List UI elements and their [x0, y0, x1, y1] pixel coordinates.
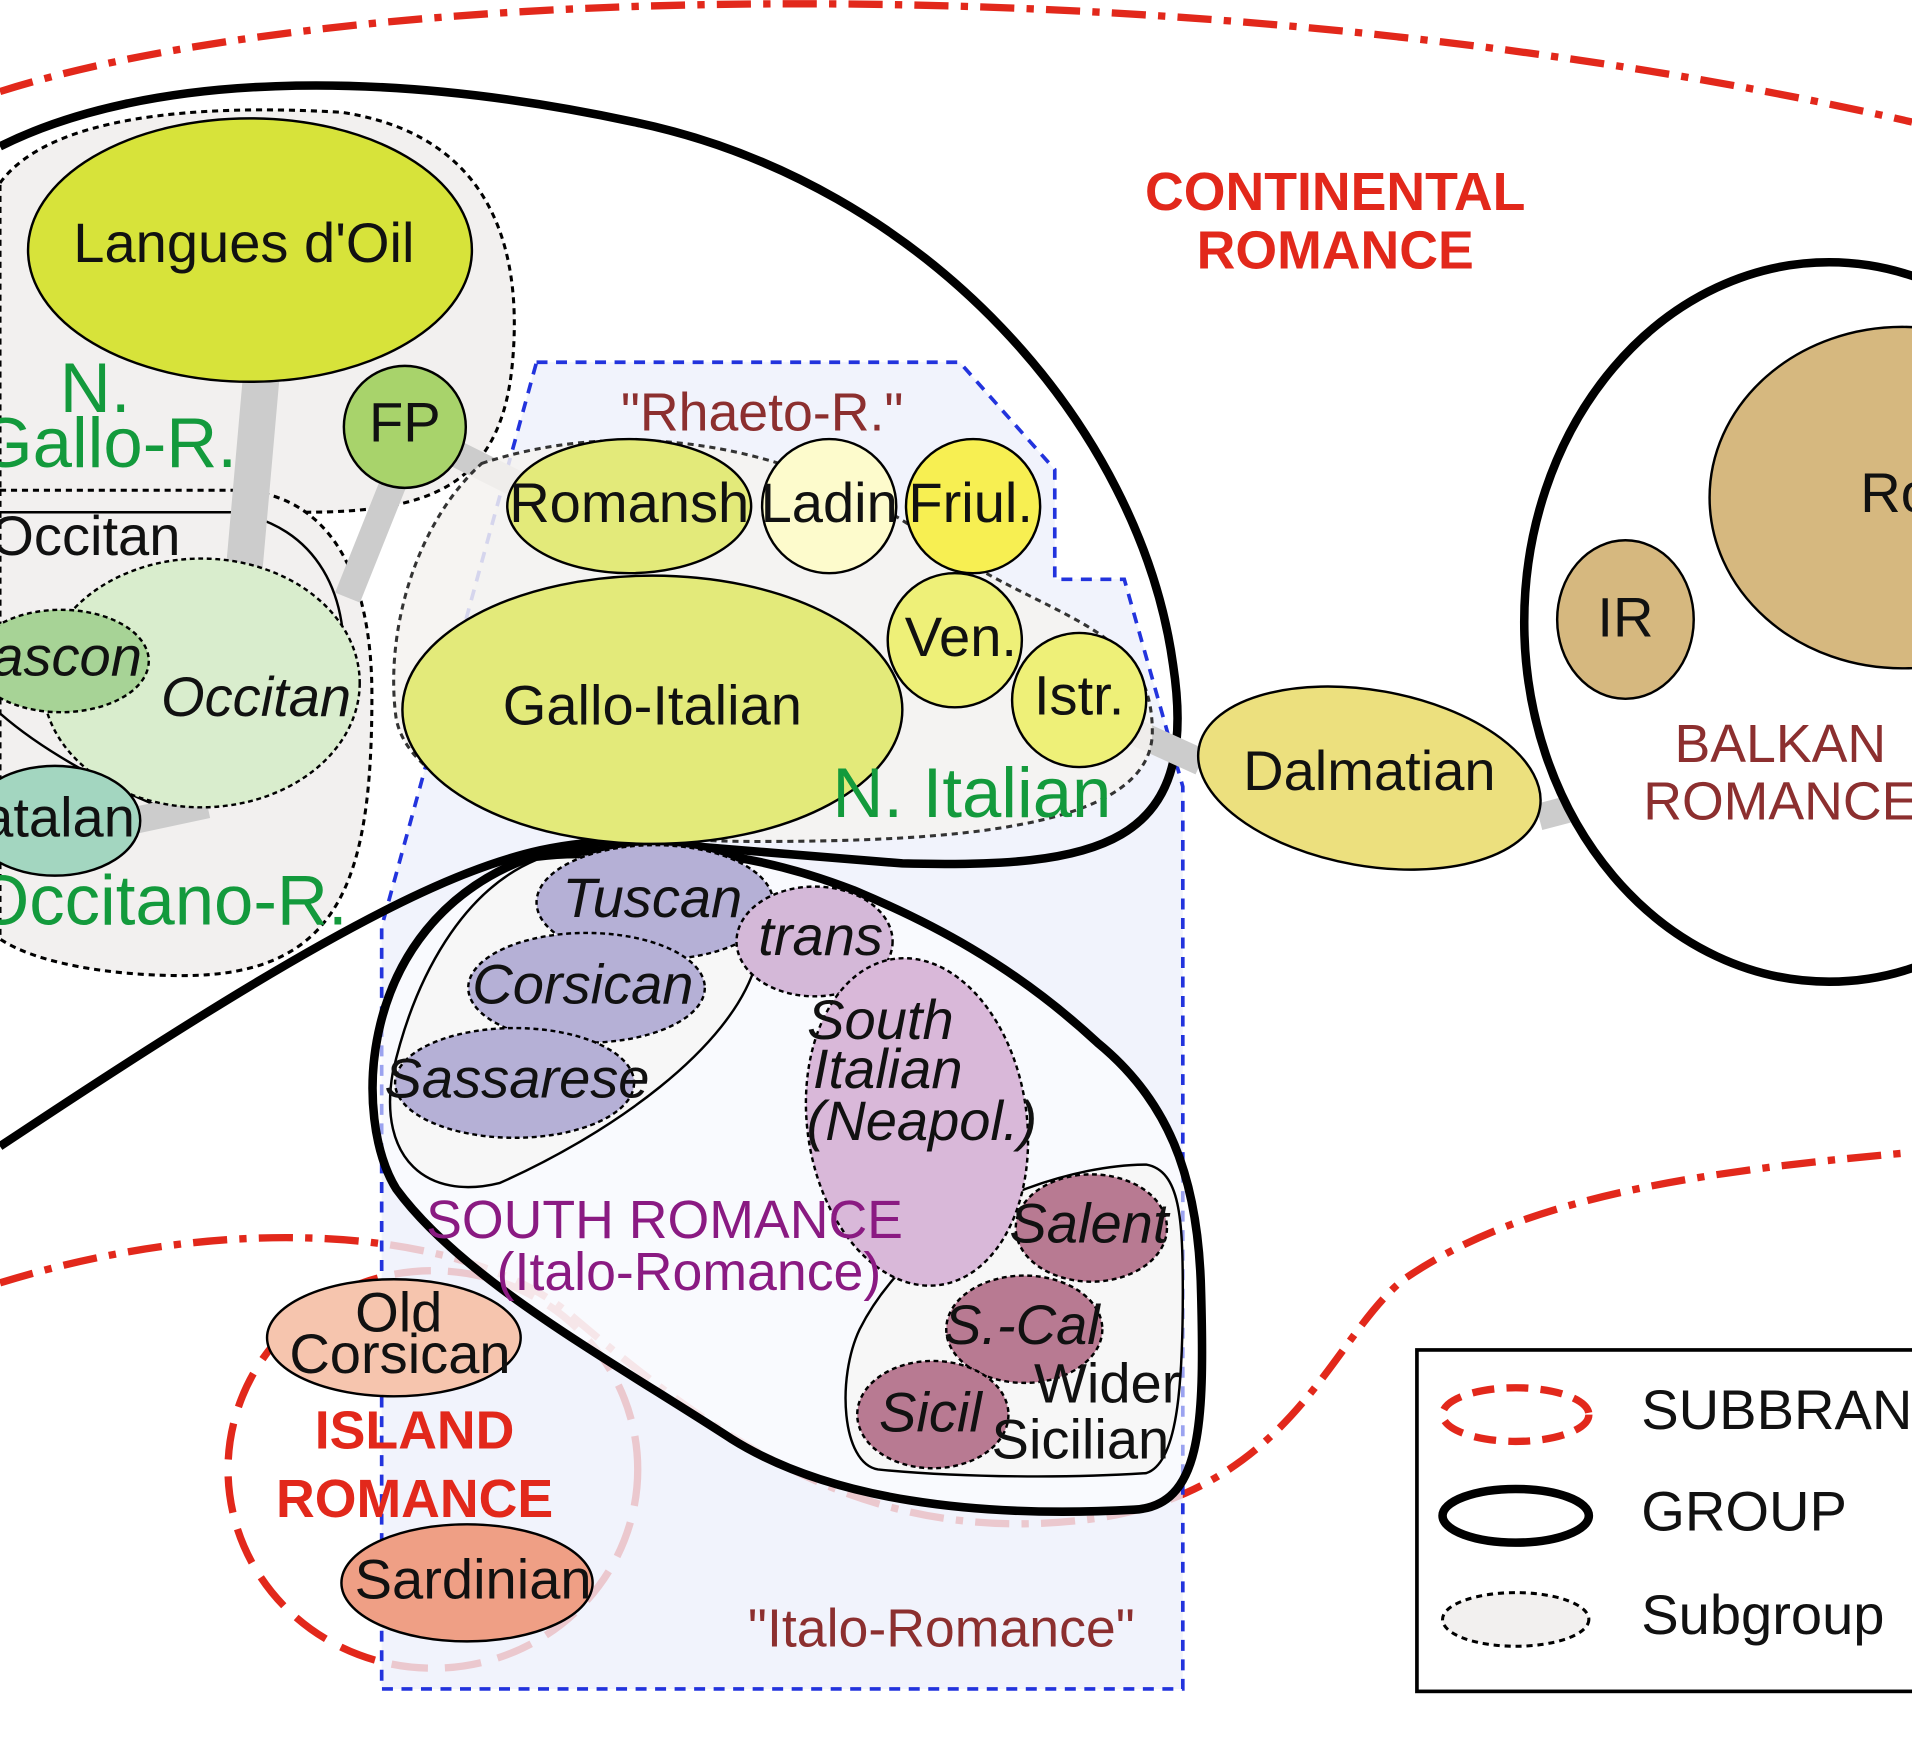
corsican-label: Corsican	[472, 953, 693, 1016]
sicil-label: Sicil	[879, 1381, 983, 1444]
italo-romance-region-label: "Italo-Romance"	[748, 1598, 1135, 1658]
south-italian-label-line1: South	[807, 988, 954, 1051]
legend-subbranch-swatch	[1438, 1384, 1593, 1446]
island-label-line1: ISLAND	[315, 1401, 515, 1461]
south-romance-label-line1: SOUTH ROMANCE	[426, 1190, 903, 1250]
ladin-label: Ladin	[761, 471, 898, 534]
catalan-label: atalan	[0, 786, 135, 849]
dalmatian-node	[1196, 685, 1542, 871]
ro-label: Ro	[1860, 461, 1912, 524]
friul-label: Friul.	[908, 471, 1033, 534]
ir-label: IR	[1597, 586, 1653, 649]
sardinian-label: Sardinian	[355, 1548, 592, 1611]
south-italian-node	[804, 956, 1030, 1287]
sicil-node	[856, 1359, 1010, 1470]
ro-node	[1708, 325, 1912, 670]
south-italian-label-line3: (Neapol.)	[807, 1089, 1038, 1152]
s-cal-label: S.-Cal	[944, 1293, 1101, 1356]
sassarese-label: Sassarese	[385, 1047, 650, 1110]
ladin-node	[760, 437, 898, 575]
connector-doil-occitan	[225, 364, 281, 575]
south-italian-label-line2: Italian	[813, 1037, 963, 1100]
occitan-group-label: Occitan	[0, 504, 180, 567]
connector-fp-occitan	[335, 470, 409, 603]
romansh-label: Romansh	[509, 471, 749, 534]
ven-label: Ven.	[905, 605, 1017, 668]
western-group-outline	[0, 81, 1182, 1150]
old-corsican-label-line2: Corsican	[289, 1322, 510, 1385]
gallo-italian-node	[401, 574, 904, 846]
island-label-line2: ROMANCE	[276, 1469, 553, 1529]
legend: SUBBRANCH GROUP Subgroup	[1415, 1348, 1912, 1694]
balkan-label-line2: ROMANCE	[1643, 772, 1912, 832]
occitan-inner-label: Occitan	[161, 665, 351, 728]
n-gallo-label-line2: Gallo-R.	[0, 403, 237, 482]
friul-node	[904, 437, 1042, 575]
n-gallo-label-line1: N.	[60, 348, 131, 427]
trans-label: trans	[758, 904, 883, 967]
old-corsican-node	[265, 1278, 522, 1398]
balkan-label-line1: BALKAN	[1674, 714, 1886, 774]
istr-label: Istr.	[1034, 664, 1124, 727]
legend-subgroup-swatch	[1441, 1591, 1591, 1648]
istr-node	[1010, 631, 1148, 769]
gascon-label: ascon	[0, 625, 142, 688]
ven-node	[886, 571, 1024, 709]
salent-label: Salent	[1009, 1192, 1170, 1255]
south-romance-label-line2: (Italo-Romance)	[497, 1242, 882, 1302]
ir-node	[1555, 539, 1695, 701]
wider-sicilian-label-line2: Sicilian	[992, 1407, 1170, 1470]
n-italian-label: N. Italian	[832, 753, 1111, 832]
rhaeto-label: "Rhaeto-R."	[621, 383, 904, 443]
sardinian-node	[340, 1523, 594, 1643]
continental-subbranch-outline	[0, 0, 1912, 126]
wider-sicilian-label-line1: Wider	[1034, 1351, 1180, 1414]
occitano-label: Occitano-R.	[0, 860, 348, 939]
old-corsican-label-line1: Old	[355, 1281, 442, 1344]
fp-node	[342, 364, 468, 490]
s-cal-node	[945, 1274, 1104, 1385]
sassarese-node	[393, 1026, 636, 1139]
tuscan-label: Tuscan	[563, 866, 743, 929]
romansh-node	[506, 437, 753, 575]
legend-group-label: GROUP	[1641, 1479, 1847, 1542]
continental-label-line2: ROMANCE	[1197, 220, 1474, 280]
langues-doil-label: Langues d'Oil	[73, 211, 414, 274]
legend-subbranch-label: SUBBRANCH	[1641, 1378, 1912, 1441]
salent-node	[1014, 1173, 1169, 1283]
catalan-node	[0, 764, 142, 877]
gallo-italian-label: Gallo-Italian	[503, 673, 802, 736]
langues-doil-node	[26, 117, 474, 383]
trans-node	[735, 885, 894, 998]
dalmatian-label: Dalmatian	[1243, 739, 1495, 802]
legend-group-swatch	[1438, 1484, 1594, 1547]
legend-subgroup-label: Subgroup	[1641, 1583, 1884, 1646]
gascon-node	[0, 608, 150, 714]
fp-label: FP	[369, 391, 441, 454]
continental-label-line1: CONTINENTAL	[1145, 162, 1525, 222]
